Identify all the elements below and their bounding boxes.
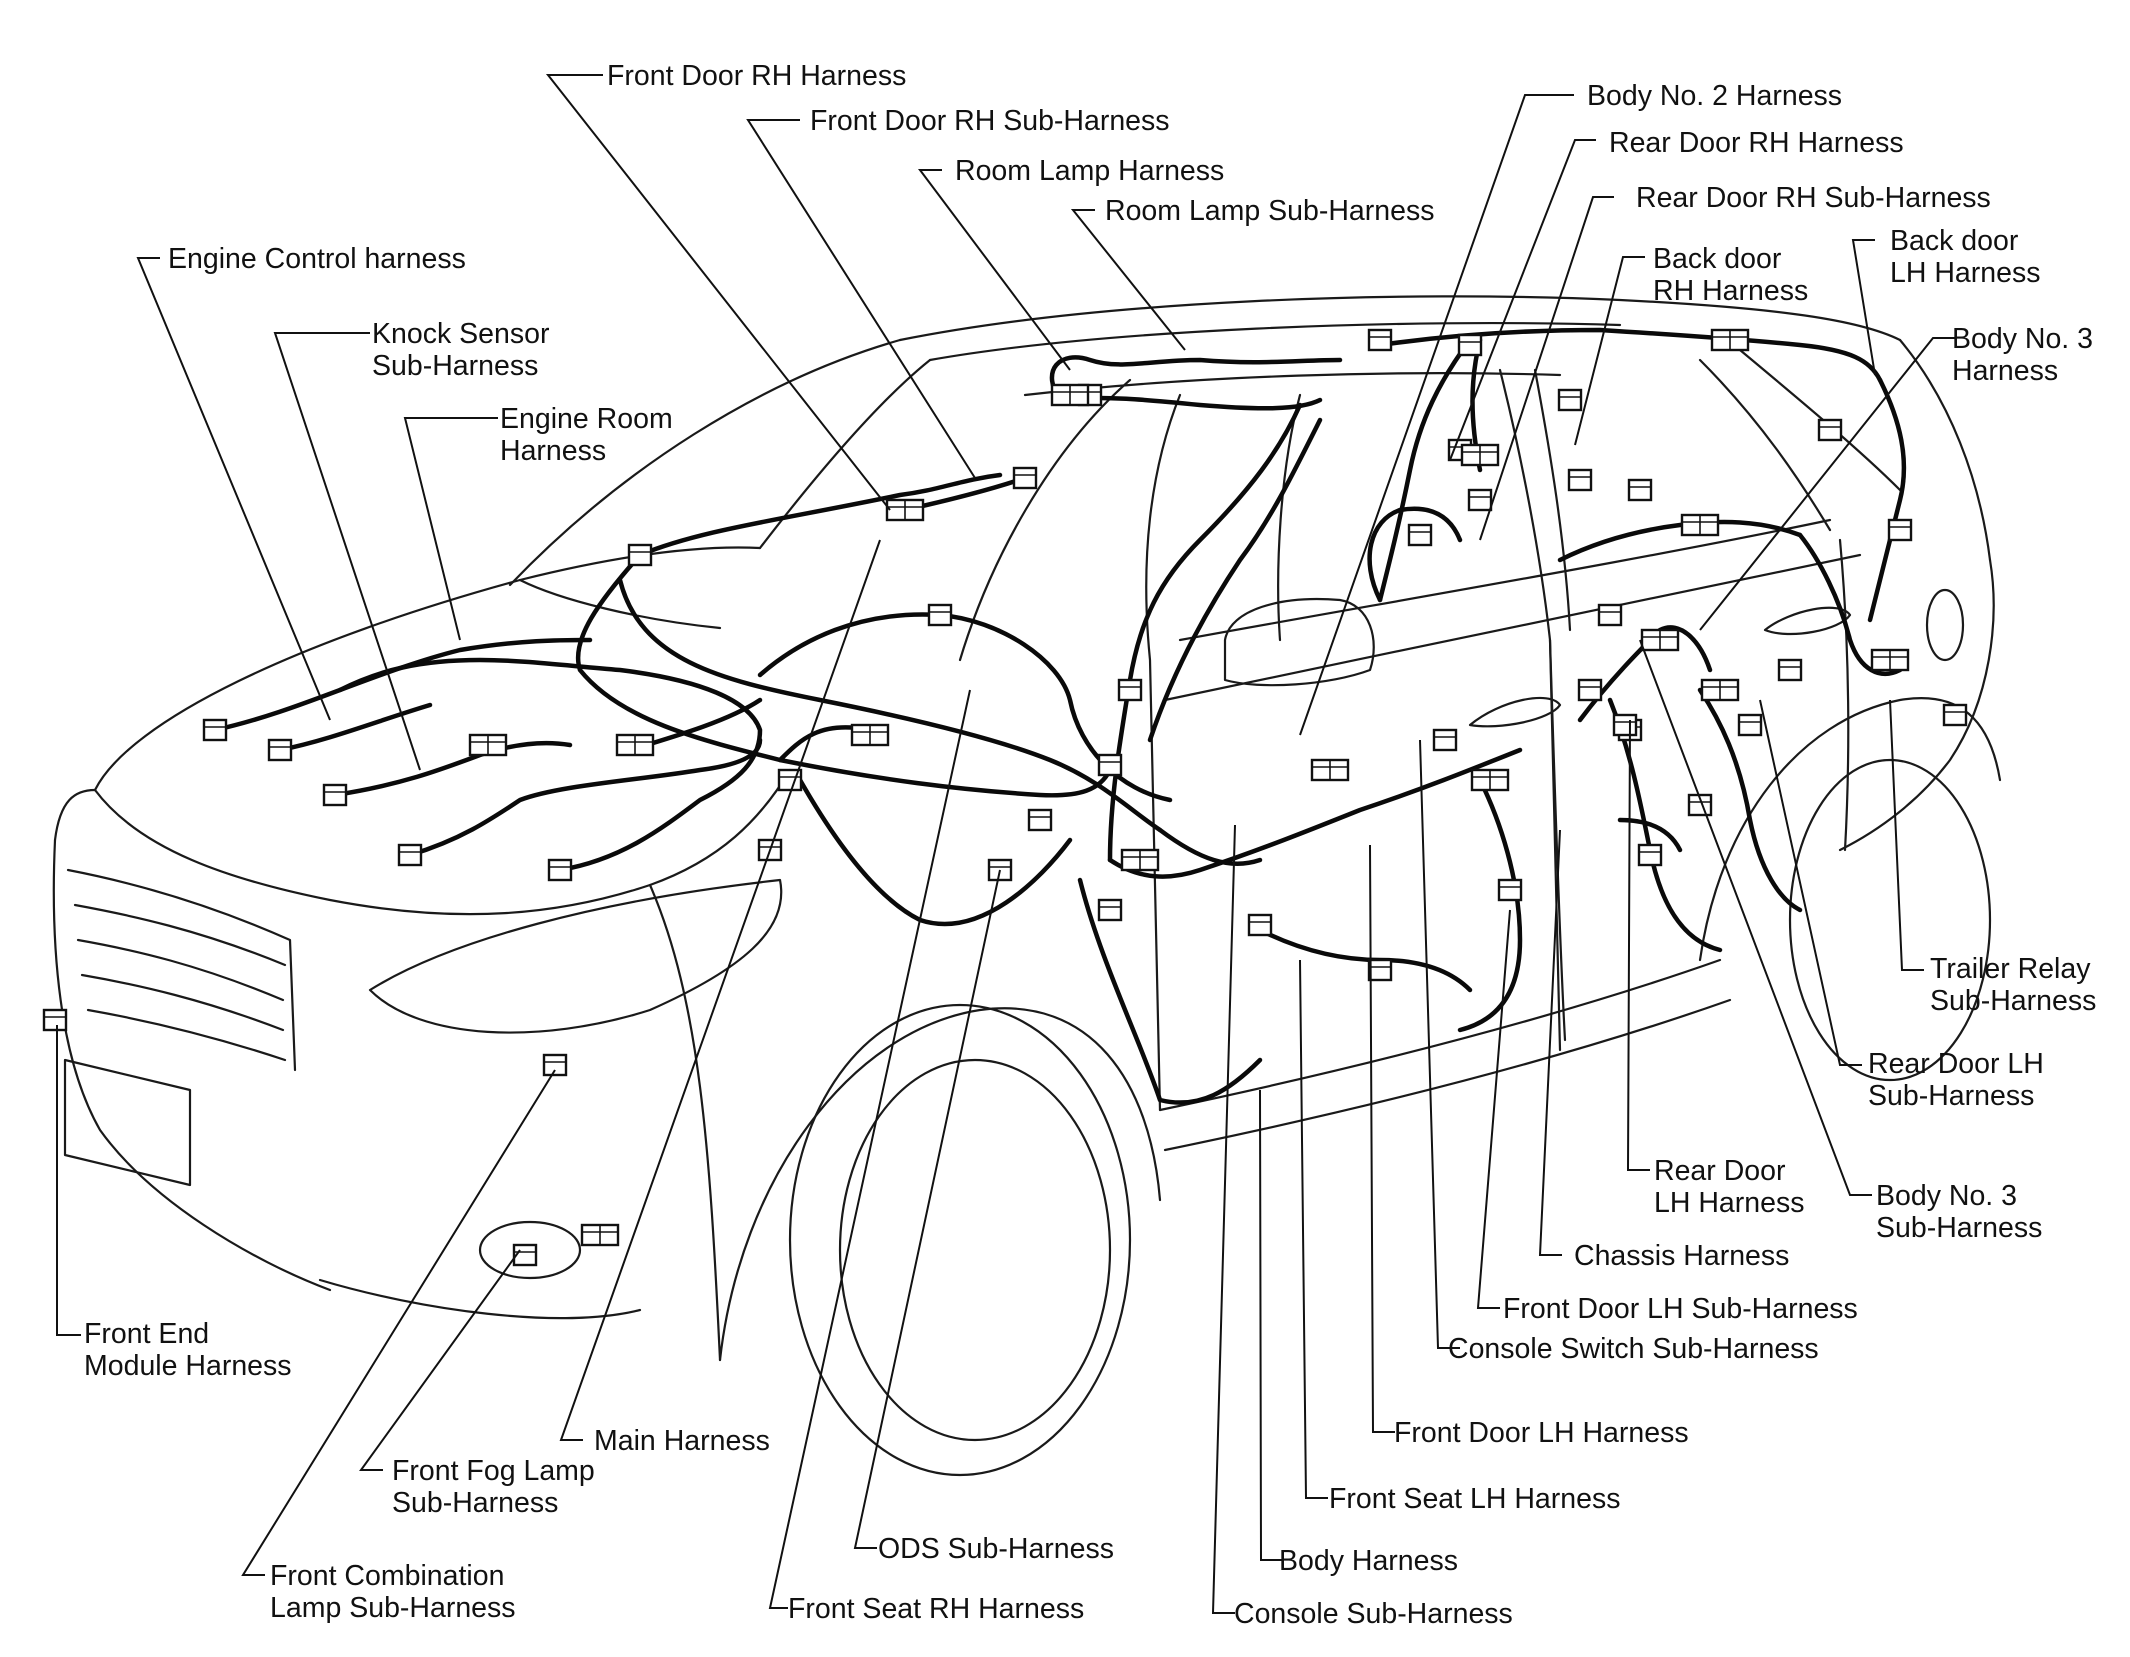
label-front-fog-lamp-sub-harness: Front Fog Lamp Sub-Harness bbox=[392, 1455, 603, 1519]
label-engine-room-harness: Engine Room Harness bbox=[500, 403, 681, 467]
label-room-lamp-sub-harness: Room Lamp Sub-Harness bbox=[1105, 195, 1434, 227]
label-engine-control-harness: Engine Control harness bbox=[168, 243, 466, 275]
connectors bbox=[42, 328, 1968, 1267]
label-console-sub-harness: Console Sub-Harness bbox=[1234, 1598, 1513, 1630]
label-front-door-lh-sub-harness: Front Door LH Sub-Harness bbox=[1503, 1293, 1858, 1325]
label-body-no3-harness: Body No. 3 Harness bbox=[1952, 323, 2101, 387]
label-front-combination-lamp-sub-harness: Front Combination Lamp Sub-Harness bbox=[270, 1560, 516, 1624]
label-rear-door-lh-harness: Rear Door LH Harness bbox=[1654, 1155, 1804, 1219]
label-ods-sub-harness: ODS Sub-Harness bbox=[878, 1533, 1114, 1565]
label-front-seat-lh-harness: Front Seat LH Harness bbox=[1329, 1483, 1620, 1515]
label-rear-door-lh-sub-harness: Rear Door LH Sub-Harness bbox=[1868, 1048, 2052, 1112]
label-body-no2-harness: Body No. 2 Harness bbox=[1587, 80, 1842, 112]
label-chassis-harness: Chassis Harness bbox=[1574, 1240, 1789, 1272]
label-front-seat-rh-harness: Front Seat RH Harness bbox=[788, 1593, 1084, 1625]
label-front-door-rh-sub-harness: Front Door RH Sub-Harness bbox=[810, 105, 1170, 137]
label-trailer-relay-sub-harness: Trailer Relay Sub-Harness bbox=[1930, 953, 2098, 1017]
label-back-door-rh-harness: Back door RH Harness bbox=[1653, 243, 1808, 307]
label-main-harness: Main Harness bbox=[594, 1425, 770, 1457]
label-room-lamp-harness: Room Lamp Harness bbox=[955, 155, 1224, 187]
label-front-door-rh-harness: Front Door RH Harness bbox=[607, 60, 906, 92]
label-body-harness: Body Harness bbox=[1279, 1545, 1458, 1577]
label-console-switch-sub-harness: Console Switch Sub-Harness bbox=[1448, 1333, 1819, 1365]
harness-wires bbox=[212, 327, 1907, 1105]
label-front-end-module-harness: Front End Module Harness bbox=[84, 1318, 292, 1382]
label-body-no3-sub-harness: Body No. 3 Sub-Harness bbox=[1876, 1180, 2042, 1244]
label-back-door-lh-harness: Back door LH Harness bbox=[1890, 225, 2040, 289]
label-front-door-lh-harness: Front Door LH Harness bbox=[1394, 1417, 1689, 1449]
label-knock-sensor-sub-harness: Knock Sensor Sub-Harness bbox=[372, 318, 557, 382]
car-body-outline bbox=[52, 295, 2002, 1477]
leader-lines bbox=[56, 74, 1955, 1614]
label-rear-door-rh-harness: Rear Door RH Harness bbox=[1609, 127, 1904, 159]
harness-labels: Front Door RH Harness Front Door RH Sub-… bbox=[84, 60, 2101, 1630]
label-rear-door-rh-sub-harness: Rear Door RH Sub-Harness bbox=[1636, 182, 1991, 214]
